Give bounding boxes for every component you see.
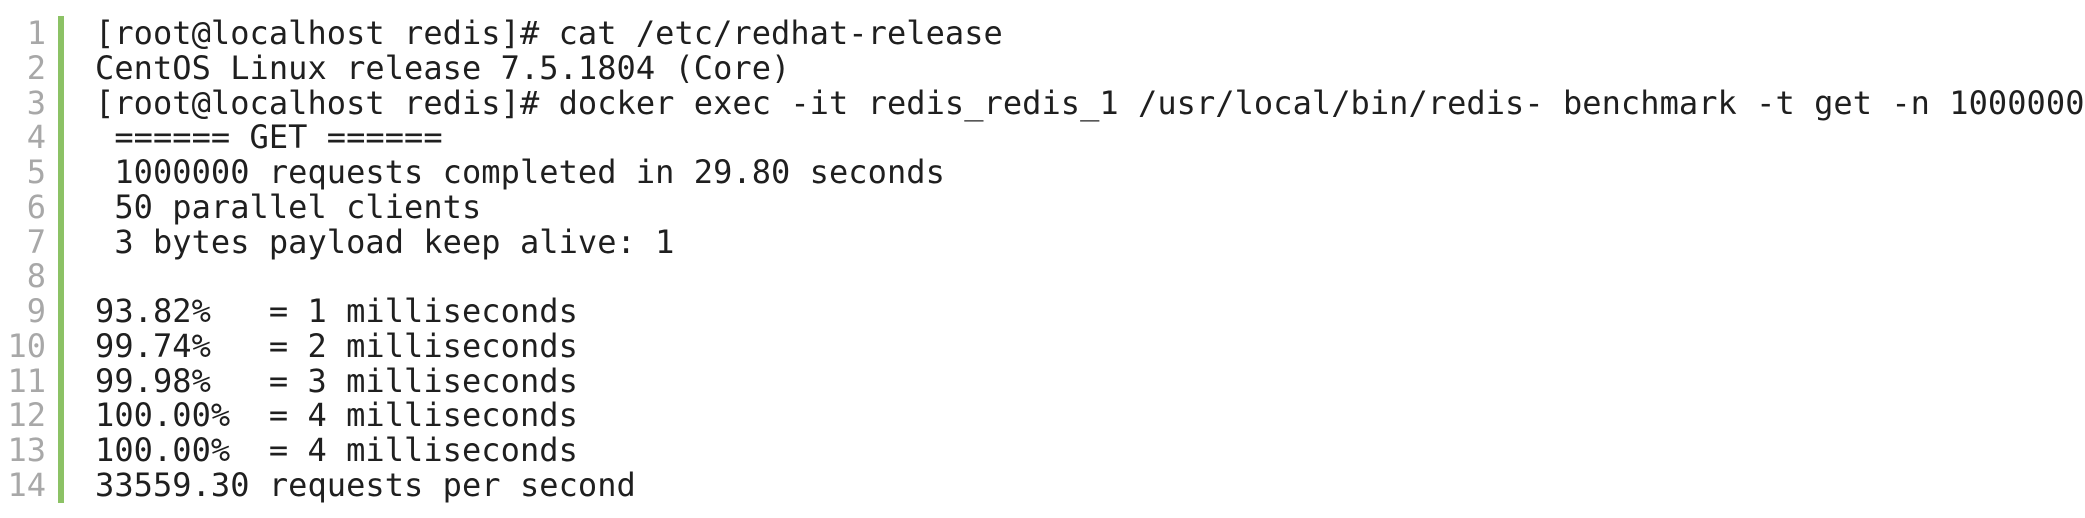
gutter-marker	[58, 467, 64, 503]
code-line-10: 10 99.74% = 2 milliseconds	[0, 326, 2052, 365]
line-number: 14	[7, 465, 46, 504]
line-text: ====== GET ======	[95, 118, 443, 157]
gutter-marker	[58, 120, 64, 155]
gutter-marker	[58, 259, 64, 294]
code-line-4: 4 ====== GET ======	[0, 120, 2052, 155]
line-text: [root@localhost redis]# cat /etc/redhat-…	[95, 14, 1003, 52]
line-text: 99.98% = 3 milliseconds	[95, 361, 578, 400]
line-number: 10	[7, 326, 46, 365]
gutter-marker	[58, 189, 64, 225]
code-line-2: 2 CentOS Linux release 7.5.1804 (Core)	[0, 48, 2052, 87]
gutter-marker	[58, 50, 64, 86]
line-number: 6	[26, 187, 46, 226]
code-line-3: 3 [root@localhost redis]# docker exec -i…	[0, 83, 2084, 122]
code-line-14: 14 33559.30 requests per second	[0, 465, 2052, 504]
gutter-marker	[58, 398, 64, 433]
line-number: 1	[26, 14, 46, 52]
line-text: 93.82% = 1 milliseconds	[95, 292, 578, 330]
code-line-1: 1 [root@localhost redis]# cat /etc/redha…	[0, 16, 2052, 51]
line-number: 4	[26, 118, 46, 157]
gutter-marker	[58, 16, 64, 51]
line-text: 3 bytes payload keep alive: 1	[95, 222, 675, 261]
line-number: 9	[26, 292, 46, 330]
code-line-11: 11 99.98% = 3 milliseconds	[0, 361, 2052, 400]
code-line-6: 6 50 parallel clients	[0, 187, 2052, 226]
line-number: 7	[26, 222, 46, 261]
code-line-9: 9 93.82% = 1 milliseconds	[0, 294, 2052, 329]
line-text: 33559.30 requests per second	[95, 465, 636, 504]
code-line-12: 12 100.00% = 4 milliseconds	[0, 398, 2052, 433]
code-line-8: 8	[0, 259, 2052, 294]
line-number: 8	[26, 257, 46, 296]
gutter-marker	[58, 155, 64, 190]
line-number: 12	[7, 396, 46, 435]
line-number: 2	[26, 48, 46, 87]
code-line-5: 5 1000000 requests completed in 29.80 se…	[0, 155, 2052, 190]
code-line-13: 13 100.00% = 4 milliseconds	[0, 433, 2052, 468]
line-text: 50 parallel clients	[95, 187, 482, 226]
gutter-marker	[58, 328, 64, 364]
gutter-marker	[58, 85, 64, 121]
line-text: [root@localhost redis]# docker exec -it …	[95, 83, 2085, 122]
line-number: 13	[7, 431, 46, 469]
line-text: 100.00% = 4 milliseconds	[95, 396, 578, 435]
gutter-marker	[58, 294, 64, 329]
code-block: 1 [root@localhost redis]# cat /etc/redha…	[0, 16, 2084, 504]
line-text: CentOS Linux release 7.5.1804 (Core)	[95, 48, 791, 87]
line-number: 3	[26, 83, 46, 122]
gutter-marker	[58, 433, 64, 468]
gutter-marker	[58, 224, 64, 260]
gutter-marker	[58, 363, 64, 399]
line-text: 99.74% = 2 milliseconds	[95, 326, 578, 365]
line-number: 11	[7, 361, 46, 400]
line-number: 5	[26, 153, 46, 191]
line-text: 1000000 requests completed in 29.80 seco…	[95, 153, 945, 191]
code-line-7: 7 3 bytes payload keep alive: 1	[0, 222, 2052, 261]
line-text: 100.00% = 4 milliseconds	[95, 431, 578, 469]
